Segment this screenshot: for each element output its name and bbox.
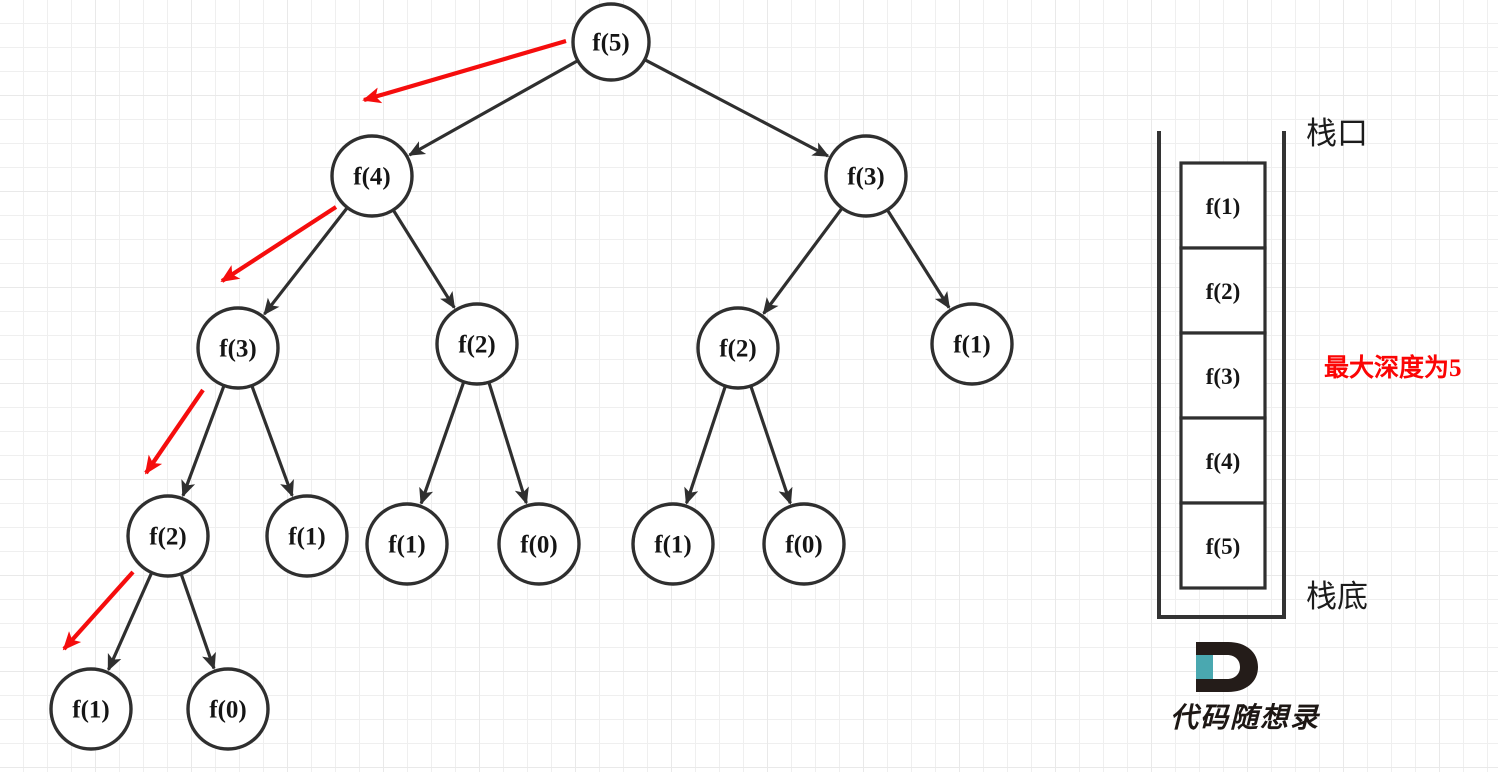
stack-frame-label: f(5): [1206, 534, 1240, 559]
tree-node: f(2): [126, 494, 210, 578]
stack-frame: f(3): [1179, 331, 1267, 420]
tree-edge: [391, 208, 456, 309]
tree-edge: [643, 57, 830, 158]
tree-node: f(0): [186, 667, 270, 751]
node-circle: [435, 302, 519, 386]
stack-frame-box: [1179, 331, 1267, 420]
tree-node: f(0): [762, 502, 846, 586]
tree-edge: [408, 58, 580, 157]
max-depth-annotation: 最大深度为5: [1324, 355, 1462, 382]
tree-node: f(1): [930, 302, 1014, 386]
logo-text: 代码随想录: [1169, 703, 1320, 734]
tree-node: f(5): [571, 2, 651, 82]
tree-nodes: f(5) f(4) f(3) f(3) f(2) f(2) f(1) f(2) f(1) f(1)…: [49, 2, 1014, 751]
node-circle: [365, 502, 449, 586]
tree-node: f(2): [435, 302, 519, 386]
node-label: f(1): [288, 524, 325, 551]
node-label: f(3): [847, 164, 884, 191]
watermark-logo: 代码随想录: [1150, 640, 1340, 740]
tree-node: f(4): [330, 134, 414, 218]
tree-node: f(1): [265, 494, 349, 578]
node-label: f(0): [209, 697, 246, 724]
node-label: f(1): [654, 532, 691, 559]
node-circle: [571, 2, 651, 82]
node-label: f(1): [388, 532, 425, 559]
stack-frame-box: [1179, 161, 1267, 250]
tree-node: f(1): [631, 502, 715, 586]
node-circle: [631, 502, 715, 586]
node-circle: [330, 134, 414, 218]
stack-frame-box: [1179, 416, 1267, 505]
stack-container-outline: [1157, 131, 1286, 619]
tree-edge: [107, 570, 154, 672]
logo-d-icon: [1196, 642, 1258, 692]
tree-edge: [885, 208, 951, 310]
tree-edge: [263, 205, 350, 316]
stack-top-label: 栈口: [1306, 116, 1368, 151]
recursion-depth-arrow-2: [220, 205, 338, 283]
tree-node: f(3): [824, 134, 908, 218]
node-circle: [497, 502, 581, 586]
stack-frame-label: f(3): [1206, 364, 1240, 389]
call-stack-drawing: f(1) f(2) f(3) f(4) f(5): [1157, 131, 1286, 619]
node-label: f(0): [520, 532, 557, 559]
node-label: f(1): [72, 697, 109, 724]
tree-edge: [179, 572, 216, 670]
stack-frame-box: [1179, 501, 1267, 590]
stack-frame-label: f(4): [1206, 449, 1240, 474]
node-circle: [49, 667, 133, 751]
stack-frame: f(1): [1179, 161, 1267, 250]
node-circle: [762, 502, 846, 586]
recursion-depth-arrows: [62, 38, 567, 651]
node-label: f(4): [353, 164, 390, 191]
node-circle: [186, 667, 270, 751]
stack-frame-label: f(1): [1206, 194, 1240, 219]
tree-edge: [487, 380, 529, 505]
stack-bottom-label: 栈底: [1306, 579, 1368, 614]
node-label: f(2): [719, 336, 756, 363]
tree-node: f(1): [49, 667, 133, 751]
node-label: f(5): [592, 30, 629, 57]
node-label: f(2): [458, 332, 495, 359]
tree-node: f(3): [196, 306, 280, 390]
node-label: f(1): [953, 332, 990, 359]
node-label: f(3): [219, 336, 256, 363]
tree-edge: [419, 380, 466, 505]
tree-node: f(0): [497, 502, 581, 586]
node-circle: [265, 494, 349, 578]
tree-edges: [107, 57, 951, 672]
node-label: f(2): [149, 524, 186, 551]
recursion-depth-arrow-1: [362, 38, 567, 104]
tree-edge: [249, 384, 294, 498]
node-label: f(0): [785, 532, 822, 559]
tree-node: f(1): [365, 502, 449, 586]
node-circle: [696, 306, 780, 390]
node-circle: [930, 302, 1014, 386]
stack-frame: f(5): [1179, 501, 1267, 590]
tree-edge: [748, 384, 793, 505]
stack-frame: f(2): [1179, 246, 1267, 335]
recursion-depth-arrow-3: [144, 388, 205, 475]
stack-frame-label: f(2): [1206, 279, 1240, 304]
tree-edge: [762, 206, 845, 315]
tree-edge: [684, 384, 728, 505]
node-circle: [196, 306, 280, 390]
recursion-depth-arrow-4: [62, 570, 135, 651]
tree-node: f(2): [696, 306, 780, 390]
node-circle: [824, 134, 908, 218]
stack-frame-box: [1179, 246, 1267, 335]
node-circle: [126, 494, 210, 578]
tree-edge: [181, 383, 226, 498]
stack-frame: f(4): [1179, 416, 1267, 505]
